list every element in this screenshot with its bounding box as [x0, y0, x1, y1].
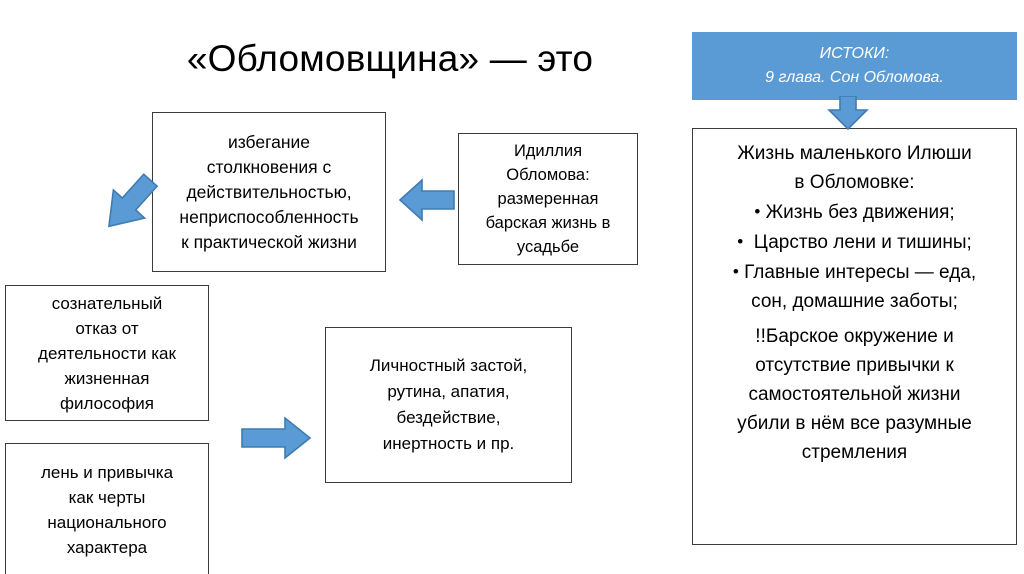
list-item-label: Царство лени и тишины;: [753, 232, 972, 253]
concept-box-stagnation: Личностный застой, рутина, апатия, безде…: [325, 327, 572, 483]
concept-box-idyll: Идиллия Обломова: размеренная барская жи…: [458, 133, 638, 265]
list-item: • Жизнь без движения;: [699, 197, 1010, 227]
concept-box-refusal: сознательный отказ от деятельности как ж…: [5, 285, 209, 421]
list-item: • Главные интересы — еда, сон, домашние …: [699, 257, 1010, 316]
childhood-bullet-list: • Жизнь без движения; • Царство лени и т…: [699, 197, 1010, 316]
arrow-diagonal-down-left-icon: [98, 168, 160, 240]
bullet-glyph-icon: •: [732, 262, 739, 281]
arrow-left-icon: [398, 172, 456, 228]
list-item-label: Главные интересы — еда, сон, домашние за…: [744, 262, 977, 312]
concept-box-stagnation-text: Личностный застой, рутина, апатия, безде…: [369, 356, 528, 453]
concept-box-childhood: Жизнь маленького Илюши в Обломовке: • Жи…: [692, 128, 1017, 545]
bullet-glyph-icon: •: [754, 202, 761, 221]
concept-box-childhood-conclusion: !!Барское окружение и отсутствие привычк…: [737, 326, 972, 463]
page-title: «Обломовщина» — это: [186, 38, 594, 79]
concept-box-laziness: лень и привычка как черты национального …: [5, 443, 209, 574]
arrow-right-icon: [240, 412, 312, 464]
concept-box-avoidance: избегание столкновения с действительност…: [152, 112, 386, 272]
bullet-glyph-icon: •: [737, 232, 744, 251]
concept-box-laziness-text: лень и привычка как черты национального …: [40, 462, 174, 557]
concept-box-childhood-heading: Жизнь маленького Илюши в Обломовке:: [737, 143, 972, 193]
sources-banner-text: ИСТОКИ: 9 глава. Сон Обломова.: [765, 45, 944, 86]
arrow-down-icon: [826, 96, 870, 130]
concept-box-refusal-text: сознательный отказ от деятельности как ж…: [38, 293, 176, 413]
concept-box-idyll-text: Идиллия Обломова: размеренная барская жи…: [485, 142, 611, 256]
list-item: • Царство лени и тишины;: [699, 227, 1010, 257]
sources-banner: ИСТОКИ: 9 глава. Сон Обломова.: [692, 32, 1017, 100]
list-item-label: Жизнь без движения;: [765, 202, 955, 223]
concept-box-avoidance-text: избегание столкновения с действительност…: [179, 131, 359, 252]
